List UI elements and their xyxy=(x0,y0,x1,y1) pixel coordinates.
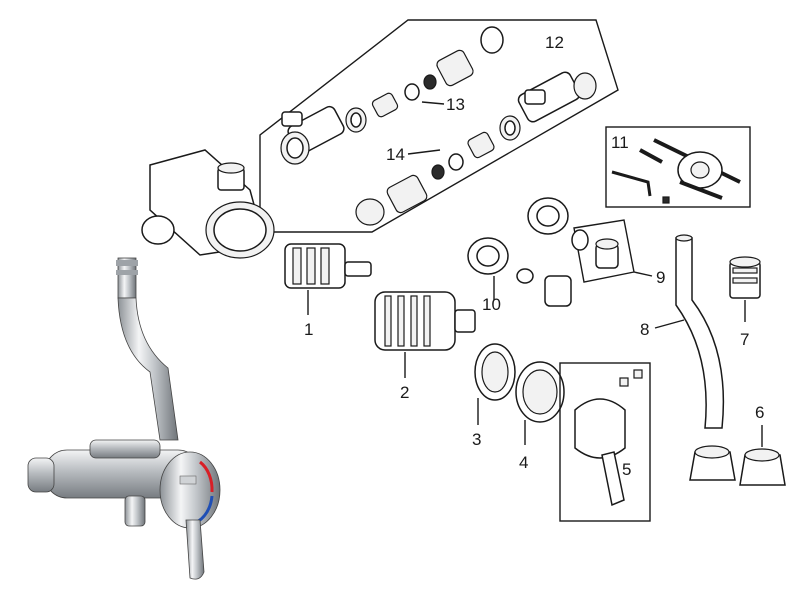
label-12: 12 xyxy=(545,33,564,52)
valve-body xyxy=(141,149,275,259)
cartridge-sleeve-part-2 xyxy=(374,291,476,378)
pipe-part-8 xyxy=(654,234,725,429)
label-2: 2 xyxy=(400,383,409,402)
leader-13 xyxy=(421,101,445,105)
lever-handle-part-5 xyxy=(574,369,643,507)
leader-14 xyxy=(407,149,441,155)
fixing-kit-part-11 xyxy=(611,138,741,204)
label-11: 11 xyxy=(611,133,629,152)
label-4: 4 xyxy=(519,453,528,472)
label-8: 8 xyxy=(640,320,649,339)
washers-part-10 xyxy=(467,197,572,307)
check-valve-assembly-13 xyxy=(280,26,504,165)
label-3: 3 xyxy=(472,430,481,449)
hot-indicator xyxy=(199,460,214,493)
label-7: 7 xyxy=(740,330,749,349)
seal-kit-part-9 xyxy=(571,229,653,277)
label-5: 5 xyxy=(622,460,631,479)
retaining-nut-part-4 xyxy=(515,361,565,445)
label-14: 14 xyxy=(386,145,405,164)
connector-part-7 xyxy=(729,256,761,322)
label-6: 6 xyxy=(755,403,764,422)
cartridge-part-1 xyxy=(284,243,372,315)
label-10: 10 xyxy=(482,295,501,314)
handle-frame xyxy=(559,362,651,522)
label-13: 13 xyxy=(446,95,465,114)
compression-nut-pair xyxy=(689,445,736,481)
fixing-frame-11 xyxy=(605,126,751,208)
compression-nut-part-6 xyxy=(739,425,786,486)
clip-ring-part-3 xyxy=(474,343,516,425)
assembled-valve-illustration xyxy=(27,257,221,580)
kit-frame-12 xyxy=(259,19,619,233)
check-valve-assembly-14 xyxy=(355,71,597,226)
label-1: 1 xyxy=(304,320,313,339)
label-9: 9 xyxy=(656,268,665,287)
